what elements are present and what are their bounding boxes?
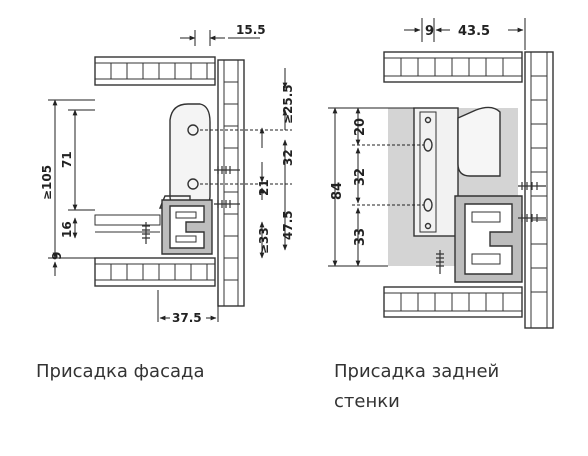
caption-rear-mounting: Присадка задней стенки (334, 357, 574, 417)
dim-32: 32 (281, 149, 295, 166)
dim-25-5: ≥25.5 (281, 84, 295, 124)
dim-71: 71 (60, 151, 74, 168)
dim-32-rear: 32 (353, 168, 368, 186)
dim-9: 9 (50, 252, 64, 260)
dim-105: ≥105 (40, 165, 54, 200)
left-dimension-labels: 15.5 ≥105 71 16 9 ≥25.5 32 21 47.5 ≥33 3… (40, 23, 295, 325)
left-front-bracket (169, 103, 211, 207)
left-screw-1 (214, 166, 240, 174)
dim-20: 20 (353, 118, 368, 136)
left-dimension-lines (48, 30, 292, 322)
dim-9-rear: 9 (425, 24, 434, 39)
right-dimension-labels: 9 43.5 84 20 32 33 (330, 24, 490, 246)
front-mounting-drawing (94, 56, 245, 307)
right-side-panel (524, 51, 554, 329)
rear-mounting-drawing (383, 51, 554, 329)
dim-21: 21 (257, 179, 271, 196)
right-dimension-lines (328, 18, 526, 267)
dim-84: 84 (330, 182, 345, 200)
dim-37-5: 37.5 (172, 311, 202, 325)
left-top-panel (94, 56, 216, 86)
caption-front-mounting: Присадка фасада (36, 361, 205, 382)
dim-15-5: 15.5 (236, 23, 266, 37)
dim-43-5: 43.5 (458, 24, 490, 39)
caption-rear-line-2: стенки (334, 391, 400, 412)
left-side-panel (217, 59, 245, 307)
dim-33: ≥33 (257, 227, 271, 254)
dim-33-rear: 33 (353, 228, 368, 246)
caption-rear-line-1: Присадка задней (334, 361, 500, 382)
dim-16: 16 (60, 221, 74, 238)
left-top-hatch (110, 63, 208, 79)
dim-47-5: 47.5 (281, 210, 295, 240)
left-bottom-panel (94, 257, 216, 287)
